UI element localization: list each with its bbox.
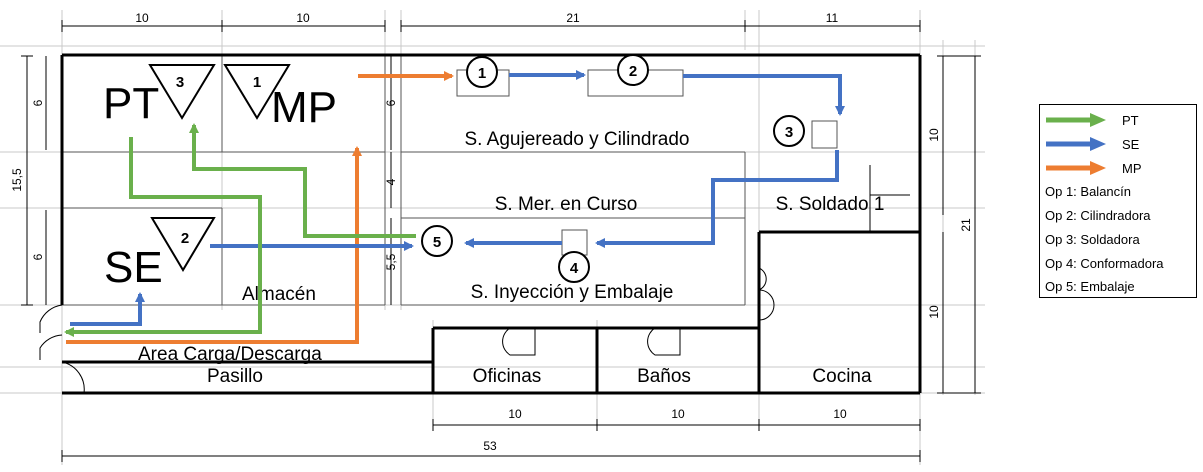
room-label-mer-curso: S. Mer. en Curso: [495, 194, 638, 215]
dim-top-soldado: 11: [826, 11, 839, 25]
room-label-banos: Baños: [637, 366, 691, 387]
dim-bottom-oficinas: 10: [508, 407, 522, 421]
legend-item-mp: MP: [1040, 157, 1196, 179]
storage-marker-se: 2: [181, 230, 189, 247]
op5-circle: [421, 225, 453, 257]
storage-marker-pt: 3: [176, 74, 184, 91]
legend: PT SE MP Op 1: Balancín Op 2: Cilindrado…: [1039, 104, 1197, 298]
room-label-carga: Area Carga/Descarga: [138, 344, 322, 365]
area-label-pt: PT: [103, 79, 159, 128]
flow-op2-to-op3-arrow: [683, 74, 845, 116]
room-label-almacen: Almacén: [242, 284, 316, 305]
blue-arrow-icon: [1046, 137, 1106, 151]
legend-item-se: SE: [1040, 133, 1196, 155]
room-label-soldado: S. Soldado 1: [776, 194, 885, 215]
doors: [39, 165, 910, 394]
legend-op3: Op 3: Soldadora: [1045, 232, 1140, 247]
machine-box-op3: [811, 120, 838, 149]
flow-op3-to-op4-arrow: [595, 150, 839, 248]
dim-mid-55: 5,5: [384, 253, 398, 270]
interior-partitions: [62, 56, 746, 306]
room-label-agujereado: S. Agujereado y Cilindrado: [465, 129, 690, 150]
dim-bottom-total: 53: [483, 439, 497, 453]
legend-label-se: SE: [1122, 137, 1140, 152]
dim-left-pt: 6: [31, 99, 45, 106]
room-label-oficinas: Oficinas: [473, 366, 542, 387]
floor-plan: 10 10 21 11 10 10 10 53 15,5 6 6 6 4 5,5…: [0, 10, 985, 465]
room-label-inyeccion: S. Inyección y Embalaje: [471, 282, 674, 303]
op2-marker: 2: [629, 63, 637, 80]
op1-marker: 1: [478, 65, 486, 82]
triangle-mp: [223, 64, 291, 120]
flow-mp-to-op5-arrow: [66, 146, 362, 344]
legend-label-mp: MP: [1122, 161, 1142, 176]
dim-mid-6: 6: [384, 99, 398, 106]
storage-triangles: [148, 64, 291, 272]
op5-marker: 5: [433, 234, 441, 251]
op3-marker: 3: [785, 124, 793, 141]
op4-marker: 4: [570, 260, 579, 277]
legend-label-pt: PT: [1122, 113, 1139, 128]
dim-mid-4: 4: [384, 178, 398, 185]
dim-bottom-cocina: 10: [833, 407, 847, 421]
dim-bottom-banos: 10: [671, 407, 685, 421]
outer-walls: [60, 53, 922, 395]
dim-left-se: 6: [31, 253, 45, 260]
green-arrow-icon: [1046, 113, 1106, 127]
legend-op1: Op 1: Balancín: [1045, 184, 1131, 199]
dim-top-agujereado: 21: [566, 11, 580, 25]
area-label-se: SE: [104, 243, 163, 292]
dim-right-bottom: 10: [927, 305, 941, 319]
legend-op5: Op 5: Embalaje: [1045, 279, 1135, 294]
op2-circle: [617, 54, 649, 86]
dim-right-total: 21: [959, 218, 973, 232]
area-label-mp: MP: [271, 83, 337, 132]
room-label-cocina: Cocina: [812, 366, 872, 387]
legend-op4: Op 4: Conformadora: [1045, 256, 1164, 271]
machines: [456, 69, 838, 256]
flow-pt-to-storage-arrow: [189, 123, 416, 238]
dim-top-pt: 10: [135, 11, 149, 25]
flow-pt-outbound-arrow: [64, 137, 262, 337]
op4-circle: [558, 251, 590, 283]
dimension-lines: [21, 20, 981, 462]
room-label-pasillo: Pasillo: [207, 366, 263, 387]
op1-circle: [466, 56, 498, 88]
orange-arrow-icon: [1046, 161, 1106, 175]
triangle-pt: [148, 64, 216, 120]
storage-marker-mp: 1: [253, 74, 261, 91]
legend-item-pt: PT: [1040, 109, 1196, 131]
dim-top-mp: 10: [296, 11, 310, 25]
triangle-se: [150, 217, 216, 272]
operation-circles: [421, 54, 805, 283]
dim-right-top: 10: [927, 128, 941, 142]
legend-op2: Op 2: Cilindradora: [1045, 208, 1151, 223]
flow-se-inbound-arrow: [70, 292, 145, 326]
op3-circle: [773, 115, 805, 147]
dim-left-outer: 15,5: [10, 168, 24, 192]
